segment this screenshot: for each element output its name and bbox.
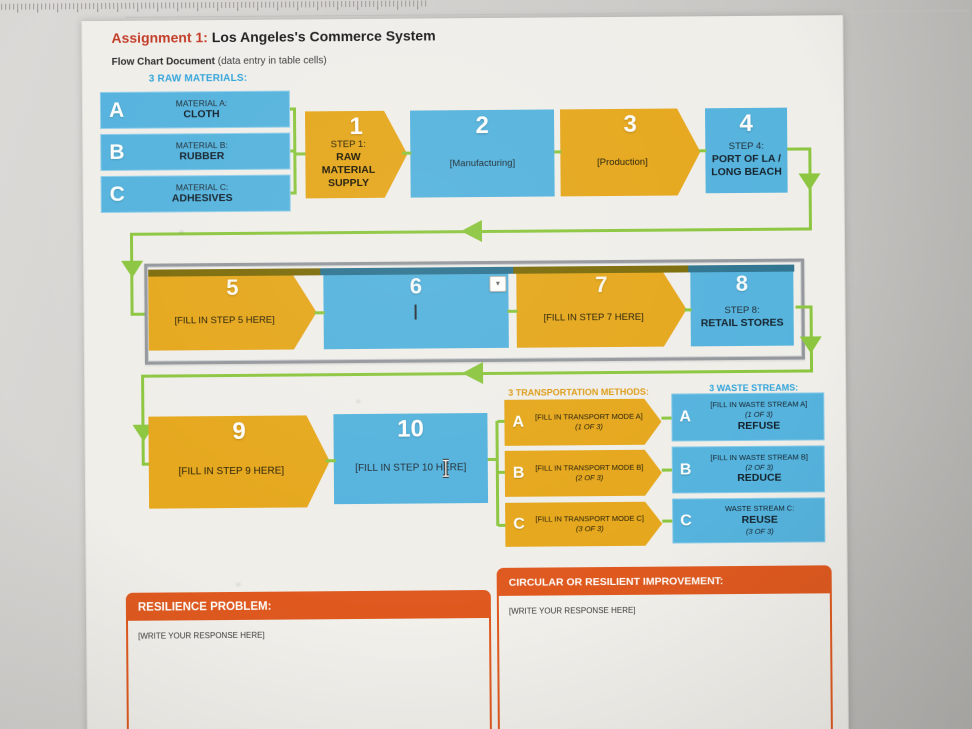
improvement-box[interactable]: CIRCULAR OR RESILIENT IMPROVEMENT: [WRIT… [496, 565, 833, 729]
arrow-down-icon [799, 336, 822, 354]
page-title-main: Los Angeles's Commerce System [207, 27, 436, 46]
flow-step-cell-5[interactable]: 5 [FILL IN STEP 5 HERE] [148, 275, 317, 350]
waste-letter: B [679, 460, 692, 478]
flow-step-cell-4[interactable]: 4 STEP 4:PORT OF LA / LONG BEACH [704, 107, 788, 194]
step-number: 7 [595, 272, 608, 298]
arrow-down-icon [798, 173, 821, 191]
flow-connector [554, 150, 562, 154]
flow-connector [662, 519, 673, 523]
material-row-b[interactable]: B MATERIAL B:RUBBER [100, 132, 291, 172]
step-number: 5 [226, 274, 239, 301]
waste-stream-c[interactable]: C WASTE STREAM C:REUSE(3 OF 3) [672, 497, 826, 544]
flow-connector [699, 149, 707, 153]
flow-step-cell-9[interactable]: 9 [FILL IN STEP 9 HERE] [148, 415, 330, 508]
arrow-left-icon [460, 220, 483, 243]
flow-connector [497, 419, 506, 423]
screen-smudge [356, 399, 361, 404]
improvement-response-placeholder[interactable]: [WRITE YOUR RESPONSE HERE] [508, 605, 636, 616]
material-letter: A [108, 98, 125, 122]
flow-connector [141, 374, 145, 466]
flow-connector [684, 308, 692, 312]
waste-stream-a[interactable]: A [FILL IN WASTE STREAM A](1 OF 3)REFUSE [671, 392, 825, 442]
improvement-heading: CIRCULAR OR RESILIENT IMPROVEMENT: [498, 567, 830, 596]
material-letter: B [109, 140, 125, 164]
waste-letter: A [679, 408, 692, 426]
flow-connector [661, 468, 672, 472]
flow-connector [497, 470, 506, 474]
step-number: 9 [232, 417, 246, 445]
page-title-prefix: Assignment 1: [111, 29, 208, 46]
waste-heading: 3 WASTE STREAMS: [709, 382, 799, 394]
step-number: 2 [475, 111, 489, 140]
waste-stream-b[interactable]: B [FILL IN WASTE STREAM B](2 OF 3)REDUCE [671, 445, 826, 494]
raw-materials-heading: 3 RAW MATERIALS: [148, 72, 248, 85]
flow-step-cell-8[interactable]: 8 STEP 8:RETAIL STORES [690, 270, 794, 347]
step-number: 1 [349, 112, 363, 141]
waste-letter: C [680, 511, 692, 529]
chevron-down-icon: ▾ [495, 278, 500, 288]
ruler [0, 0, 430, 13]
flow-connector [507, 309, 518, 313]
transport-mode-c[interactable]: C [FILL IN TRANSPORT MODE C](3 OF 3) [505, 502, 662, 547]
step-number: 6 [409, 273, 423, 299]
document-page: Assignment 1: Los Angeles's Commerce Sys… [81, 15, 849, 729]
resilience-problem-box[interactable]: RESILIENCE PROBLEM: [WRITE YOUR RESPONSE… [125, 589, 492, 729]
flow-connector [314, 311, 325, 315]
transport-letter: B [512, 464, 525, 482]
arrow-left-icon [461, 362, 484, 385]
resilience-problem-heading: RESILIENCE PROBLEM: [127, 591, 489, 621]
arrow-down-icon [121, 260, 144, 278]
flow-connector [131, 312, 146, 316]
page-title: Assignment 1: Los Angeles's Commerce Sys… [111, 27, 435, 48]
flow-connector [787, 147, 811, 151]
resilience-response-placeholder[interactable]: [WRITE YOUR RESPONSE HERE] [138, 630, 265, 641]
flow-connector [402, 151, 412, 155]
flow-step-cell-10[interactable]: 10 [FILL IN STEP 10 HERE] [333, 412, 489, 505]
flow-connector [661, 416, 672, 420]
flow-step-cell-7[interactable]: 7 [FILL IN STEP 7 HERE] [516, 272, 687, 347]
transport-heading: 3 TRANSPORTATION METHODS: [508, 386, 649, 398]
flow-connector [292, 107, 297, 195]
flow-connector [498, 523, 507, 527]
transport-mode-a[interactable]: A [FILL IN TRANSPORT MODE A](1 OF 3) [504, 399, 661, 446]
flow-step-cell-1[interactable]: 1 STEP 1:RAW MATERIAL SUPPLY [305, 111, 408, 199]
page-subtitle: Flow Chart Document (data entry in table… [111, 55, 327, 68]
step-number: 3 [623, 110, 637, 138]
transport-letter: C [513, 515, 525, 533]
step-number: 4 [739, 109, 753, 138]
text-caret [414, 304, 417, 320]
flow-step-cell-3[interactable]: 3 [Production] [560, 108, 701, 196]
flow-step-cell-2[interactable]: 2 [Manufacturing] [410, 109, 555, 198]
ibeam-pointer-icon [442, 458, 449, 478]
flow-connector [325, 459, 336, 463]
step-number: 10 [397, 415, 424, 443]
screen-smudge [235, 582, 241, 586]
transport-letter: A [512, 413, 525, 431]
cell-dropdown-button[interactable]: ▾ [489, 275, 507, 292]
material-row-c[interactable]: C MATERIAL C:ADHESIVES [100, 174, 291, 214]
screen-smudge [178, 230, 184, 234]
step-number: 8 [735, 270, 749, 297]
material-letter: C [109, 182, 125, 206]
transport-mode-b[interactable]: B [FILL IN TRANSPORT MODE B](2 OF 3) [505, 450, 662, 497]
material-row-a[interactable]: A MATERIAL A:CLOTH [99, 90, 291, 130]
